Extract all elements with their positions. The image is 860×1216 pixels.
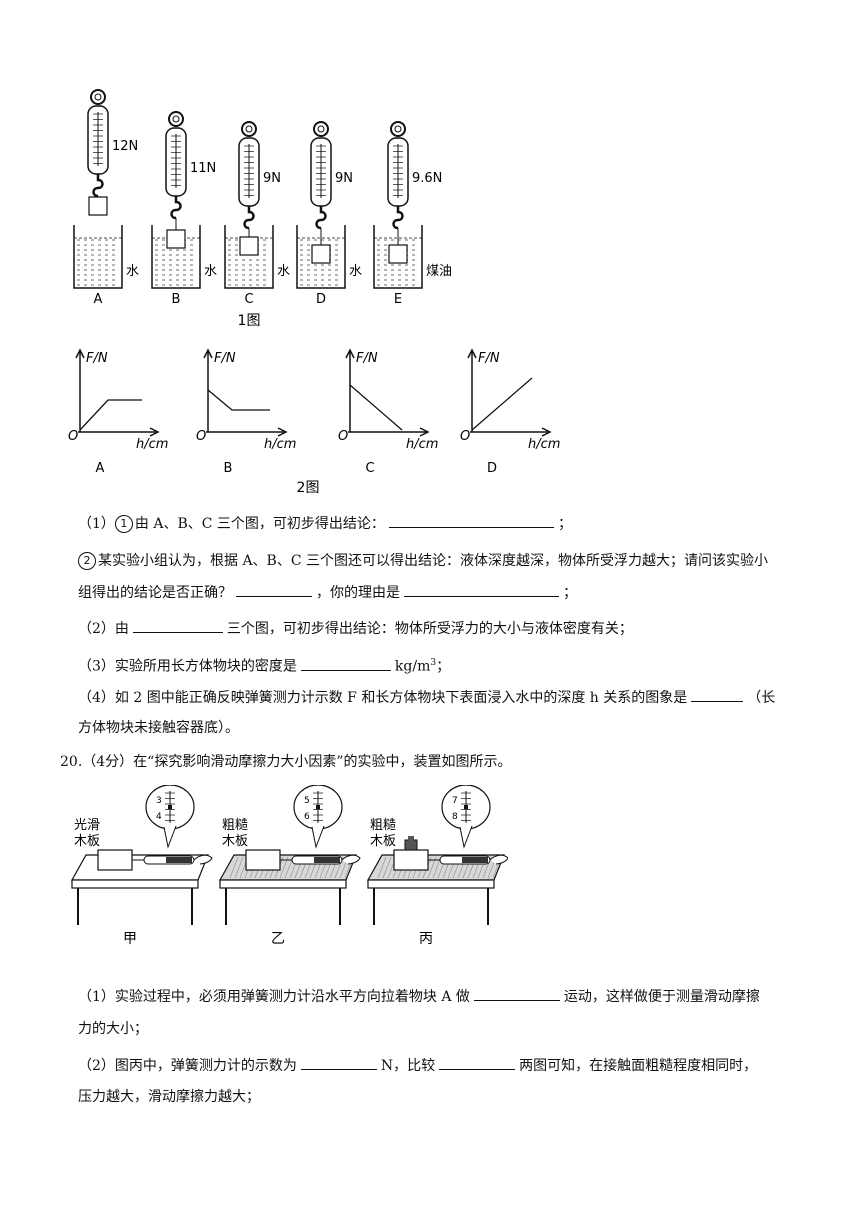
scale-reading-1: 12N: [112, 139, 138, 154]
answer-blank-1-1[interactable]: [388, 513, 554, 528]
figure-2-graphs: F/N h/cm O A F/N h/cm O B F/N h/cm O C F/N h/cm O D 2图: [68, 348, 560, 496]
scale-reading-3: 9N: [263, 171, 281, 186]
q19-part1b-line2: 组得出的结论是否正确？，你的理由是；: [78, 582, 577, 603]
origin-label: O: [68, 429, 78, 444]
figure-2-caption: 2图: [297, 480, 320, 496]
q19-part2: （2）由三个图，可初步得出结论：物体所受浮力的大小与液体密度有关；: [78, 618, 633, 639]
figure-1-caption: 1图: [238, 313, 261, 329]
y-axis-label: F/N: [86, 351, 108, 366]
friction-panel-label: 乙: [271, 931, 285, 947]
svg-text:4: 4: [156, 812, 162, 822]
scale-reading-2: 11N: [190, 161, 216, 176]
q19-part4-line2: 方体物块未接触容器底）。: [78, 720, 239, 736]
panel-label-2: B: [172, 292, 181, 307]
graph-b: F/N h/cm O B: [196, 348, 296, 476]
friction-panel-label: 丙: [419, 931, 433, 947]
surface-label-3: 粗糙: [370, 818, 396, 833]
answer-blank-2[interactable]: [132, 618, 223, 633]
liquid-label-5: 煤油: [426, 264, 452, 279]
q20-part1: （1）实验过程中，必须用弹簧测力计沿水平方向拉着物块 A 做运动，这样做便于测量…: [78, 986, 760, 1007]
answer-blank-1-2[interactable]: [236, 582, 312, 597]
surface-label-1: 光滑: [74, 818, 100, 833]
y-axis-label: F/N: [356, 351, 378, 366]
q20-header: 20.（4分）在“探究影响滑动摩擦力大小因素”的实验中，装置如图所示。: [60, 754, 512, 770]
graph-d: F/N h/cm O D: [460, 348, 560, 476]
spring-scale-b: 11N 水 B: [151, 111, 217, 307]
answer-blank-20-3[interactable]: [439, 1055, 516, 1070]
svg-text:8: 8: [452, 812, 458, 822]
graph-a: F/N h/cm O A: [68, 348, 168, 476]
graph-c: F/N h/cm O C: [338, 348, 438, 476]
origin-label: O: [460, 429, 470, 444]
panel-label-1: A: [94, 292, 103, 307]
x-axis-label: h/cm: [528, 437, 560, 452]
graph-panel-label: B: [224, 461, 233, 476]
friction-panel-label: 甲: [123, 931, 137, 947]
panel-label-5: E: [394, 292, 402, 307]
surface-label-3: 木板: [370, 834, 396, 849]
x-axis-label: h/cm: [136, 437, 168, 452]
svg-text:6: 6: [304, 812, 310, 822]
liquid-label-2: 水: [204, 264, 217, 279]
q19-part4: （4）如 2 图中能正确反映弹簧测力计示数 F 和长方体物块下表面浸入水中的深度…: [78, 687, 775, 708]
svg-text:5: 5: [304, 796, 310, 806]
x-axis-label: h/cm: [264, 437, 296, 452]
q20-part2-line2: 压力越大，滑动摩擦力越大；: [78, 1089, 260, 1105]
liquid-label-1: 水: [126, 264, 139, 279]
graph-panel-label: C: [365, 461, 374, 476]
svg-text:3: 3: [156, 796, 162, 806]
liquid-label-4: 水: [349, 264, 362, 279]
y-axis-label: F/N: [478, 351, 500, 366]
answer-blank-1-3[interactable]: [404, 582, 559, 597]
circled-number-2: 2: [78, 552, 96, 570]
origin-label: O: [338, 429, 348, 444]
surface-label-1: 木板: [74, 834, 100, 849]
x-axis-label: h/cm: [406, 437, 438, 452]
spring-scale-d: 9N 水 D: [296, 121, 362, 307]
spring-scale-a: 12N 水 A: [73, 89, 139, 307]
answer-blank-20-2[interactable]: [300, 1055, 377, 1070]
surface-label-2: 粗糙: [222, 818, 248, 833]
surface-label-2: 木板: [222, 834, 248, 849]
answer-blank-4[interactable]: [691, 687, 744, 702]
spring-scale-e: 9.6N 煤油 E: [373, 121, 452, 307]
liquid-label-3: 水: [277, 264, 290, 279]
graph-panel-label: D: [487, 461, 497, 476]
spring-scale-c: 9N 水 C: [224, 121, 290, 307]
panel-label-3: C: [244, 292, 253, 307]
q20-part1-line2: 力的大小；: [78, 1021, 148, 1037]
origin-label: O: [196, 429, 206, 444]
answer-blank-20-1[interactable]: [473, 986, 560, 1001]
figure-1-spring-scales: 12N 水 A 11N 水 B 9N 水 C 9N 水 D 9.6N 煤油 E 1图: [73, 89, 452, 329]
y-axis-label: F/N: [214, 351, 236, 366]
scale-reading-4: 9N: [335, 171, 353, 186]
graph-panel-label: A: [96, 461, 105, 476]
circled-number-1: 1: [114, 515, 133, 533]
panel-label-4: D: [316, 292, 326, 307]
scale-reading-5: 9.6N: [412, 171, 442, 186]
answer-blank-3[interactable]: [300, 656, 391, 671]
svg-text:7: 7: [452, 796, 458, 806]
